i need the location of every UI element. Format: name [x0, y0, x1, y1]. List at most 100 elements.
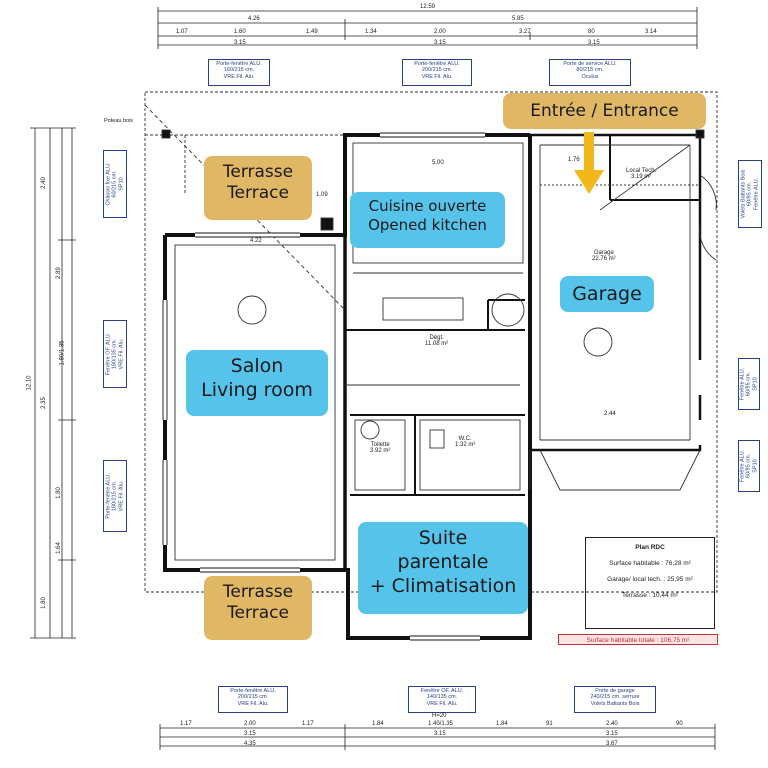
window-spec-text: VRE Fil. Alu.: [223, 73, 255, 80]
poteau-label: Poteau bois: [104, 118, 134, 124]
room-wc: W.C. 1.32 m²: [455, 436, 475, 448]
dim-top-seg-5: 2.00: [434, 29, 446, 35]
summary-title: Plan RDC: [635, 544, 665, 551]
interior-dim-5: 2.44: [604, 411, 616, 417]
window-spec-bottom-2: Fenêtre OF. ALU. 140/135 cm. VRE Fil. Al…: [408, 686, 476, 713]
window-spec-top-2: Porte-fenêtre ALU. 200/215 cm. VRE Fil. …: [402, 59, 472, 86]
dim-left-seg-2: 2.89: [55, 267, 62, 279]
dim-top-total: 12.59: [420, 4, 436, 10]
interior-dim-4: 1.76: [568, 157, 580, 163]
window-spec-left-1: Châssis fixe ALU.60/215 cm.SP10: [103, 150, 127, 218]
dim-top-seg-6: 3.27: [519, 29, 531, 35]
terrace-english: Terrace: [227, 603, 289, 624]
dim-top-sub-3: 3.15: [588, 40, 600, 46]
garage-details: [529, 144, 717, 491]
dim-left-seg-5: 1.80: [55, 487, 62, 499]
window-spec-text: Porte-fenêtre ALU.: [230, 688, 276, 694]
window-spec-text: 240/215 cm. serrure: [590, 694, 640, 701]
dim-left-seg-6: 1.64: [55, 542, 62, 554]
summary-terrasse: Terrasse : 10,44 m²: [622, 592, 678, 599]
room-garage-area: Garage 22.76 m²: [592, 250, 616, 262]
dim-bottom-sub-3: 3.15: [606, 731, 618, 737]
dim-top-seg-1: 1.07: [176, 29, 188, 35]
room-area: 11.08 m²: [425, 341, 449, 347]
window-spec-text: Fenêtre ALU.: [753, 177, 760, 211]
room-name: Toilette: [370, 442, 390, 448]
window-spec-text: Porte-fenêtre ALU.: [216, 61, 262, 67]
room-name: Dégt.: [429, 335, 444, 341]
window-spec-text: VRE Fil. Alu.: [421, 73, 453, 80]
window-frames: [162, 132, 485, 641]
room-area: 1.32 m²: [455, 442, 476, 448]
window-spec-text: Fenêtre OF. ALU.: [420, 688, 464, 694]
dim-bottom-sub-2: 3.15: [434, 731, 446, 737]
window-spec-text: VRE Fil. Alu.: [426, 700, 458, 707]
window-spec-text: VRE Fil. Alu.: [118, 338, 125, 370]
dim-bottom-seg-5: 1.40/1.35: [428, 721, 454, 727]
dim-left-seg-7: 1.80: [40, 597, 47, 609]
window-spec-text: 60/95 cm.: [745, 453, 752, 479]
dim-bottom-seg-6: 1.84: [496, 721, 508, 727]
dim-top-seg-8: 3.14: [645, 29, 657, 35]
dim-top-seg-7: 80: [588, 29, 595, 35]
window-spec-rotated-text: Porte-fenêtre ALU.180/215 cm.VRE Fil. Al…: [106, 473, 125, 519]
window-spec-bottom-3: Porte de garage 240/215 cm. serrure Vole…: [574, 686, 656, 713]
window-spec-bottom-1: Porte-fenêtre ALU. 200/215 cm. VRE Fil. …: [218, 686, 288, 713]
interior-dim-3: 1.09: [316, 192, 328, 198]
left-dimension-lines: [30, 127, 76, 639]
interior-dim-1: 4.22: [250, 238, 262, 244]
dim-top-seg-4: 1.34: [365, 29, 377, 35]
room-local-tech: Local Tech. 3.19 m²: [626, 168, 656, 180]
entrance-arrow: [574, 132, 604, 194]
window-spec-text: VRE Fil. Alu.: [118, 480, 125, 512]
window-spec-rotated-text: Fenêtre ALU.60/95 cm.SP10: [740, 450, 759, 482]
dim-top-right: 5.85: [512, 16, 524, 22]
salon-label: Salon Living room: [186, 350, 328, 416]
window-spec-rotated-text: Fenêtre ALU.60/95 cm.SP10: [740, 368, 759, 400]
room-name: Garage: [593, 250, 614, 256]
window-spec-right-3: Fenêtre ALU.60/95 cm.SP10: [738, 440, 760, 492]
dim-left-seg-3: 1.80/1.35: [59, 340, 66, 366]
terrace-french: Terrasse: [222, 582, 294, 602]
room-toilette: Toilette 3.92 m²: [370, 442, 390, 454]
dim-bottom-seg-9: 90: [676, 721, 683, 727]
dim-bottom-seg-7: 91: [546, 721, 553, 727]
suite-line-1: Suite: [418, 527, 468, 549]
dim-top-sub-1: 3.15: [234, 40, 246, 46]
total-surface-banner: Surface habitable totale : 106,75 m²: [558, 634, 718, 645]
top-dimension-lines: [157, 7, 698, 49]
dim-bottom-seg-2: 2.00: [244, 721, 256, 727]
kitchen-english: Opened kitchen: [368, 215, 487, 234]
window-spec-text: 60/95 cm.: [745, 371, 752, 397]
dim-bottom-total-1: 4.35: [244, 741, 256, 747]
room-name: W.C.: [458, 436, 472, 442]
window-spec-rotated-text: Châssis fixe ALU.60/215 cm.SP10: [106, 162, 125, 205]
dim-bottom-seg-8: 2.40: [606, 721, 618, 727]
dim-top-left: 4.26: [248, 16, 260, 22]
dim-bottom-seg-1: 1.17: [180, 721, 192, 727]
window-spec-text: Oculus: [581, 73, 599, 80]
salon-english: Living room: [201, 378, 313, 401]
window-spec-top-1: Porte-fenêtre ALU. 160/215 cm. VRE Fil. …: [208, 59, 270, 86]
room-name: Local Tech.: [626, 168, 657, 174]
summary-garage: Garage/ local tech. : 25,95 m²: [607, 576, 693, 583]
window-spec-text: 200/215 cm.: [237, 694, 269, 701]
room-degt: Dégt. 11.08 m²: [425, 335, 448, 347]
entrance-label: Entrée / Entrance: [503, 93, 706, 129]
window-spec-text: 180/135 cm.: [111, 338, 118, 370]
kitchen-label: Cuisine ouverte Opened kitchen: [350, 192, 505, 248]
salon-french: Salon: [230, 355, 284, 377]
garage-text: Garage: [572, 283, 642, 305]
bottom-dimension-lines: [159, 724, 716, 750]
window-spec-text: 200/215 cm.: [421, 67, 453, 74]
summary-habitable: Surface habitable : 76,28 m²: [609, 560, 691, 567]
window-spec-text: VRE Fil. Alu.: [237, 700, 269, 707]
window-spec-top-3: Porte de service ALU. 80/215 cm. Oculus: [549, 59, 631, 86]
suite-line-2: parentale: [397, 550, 489, 573]
window-spec-text: Volets Battants Bois: [590, 700, 640, 707]
dim-top-seg-3: 1.49: [306, 29, 318, 35]
window-breaks: [162, 132, 703, 641]
window-spec-text: 80/215 cm.: [576, 67, 604, 74]
